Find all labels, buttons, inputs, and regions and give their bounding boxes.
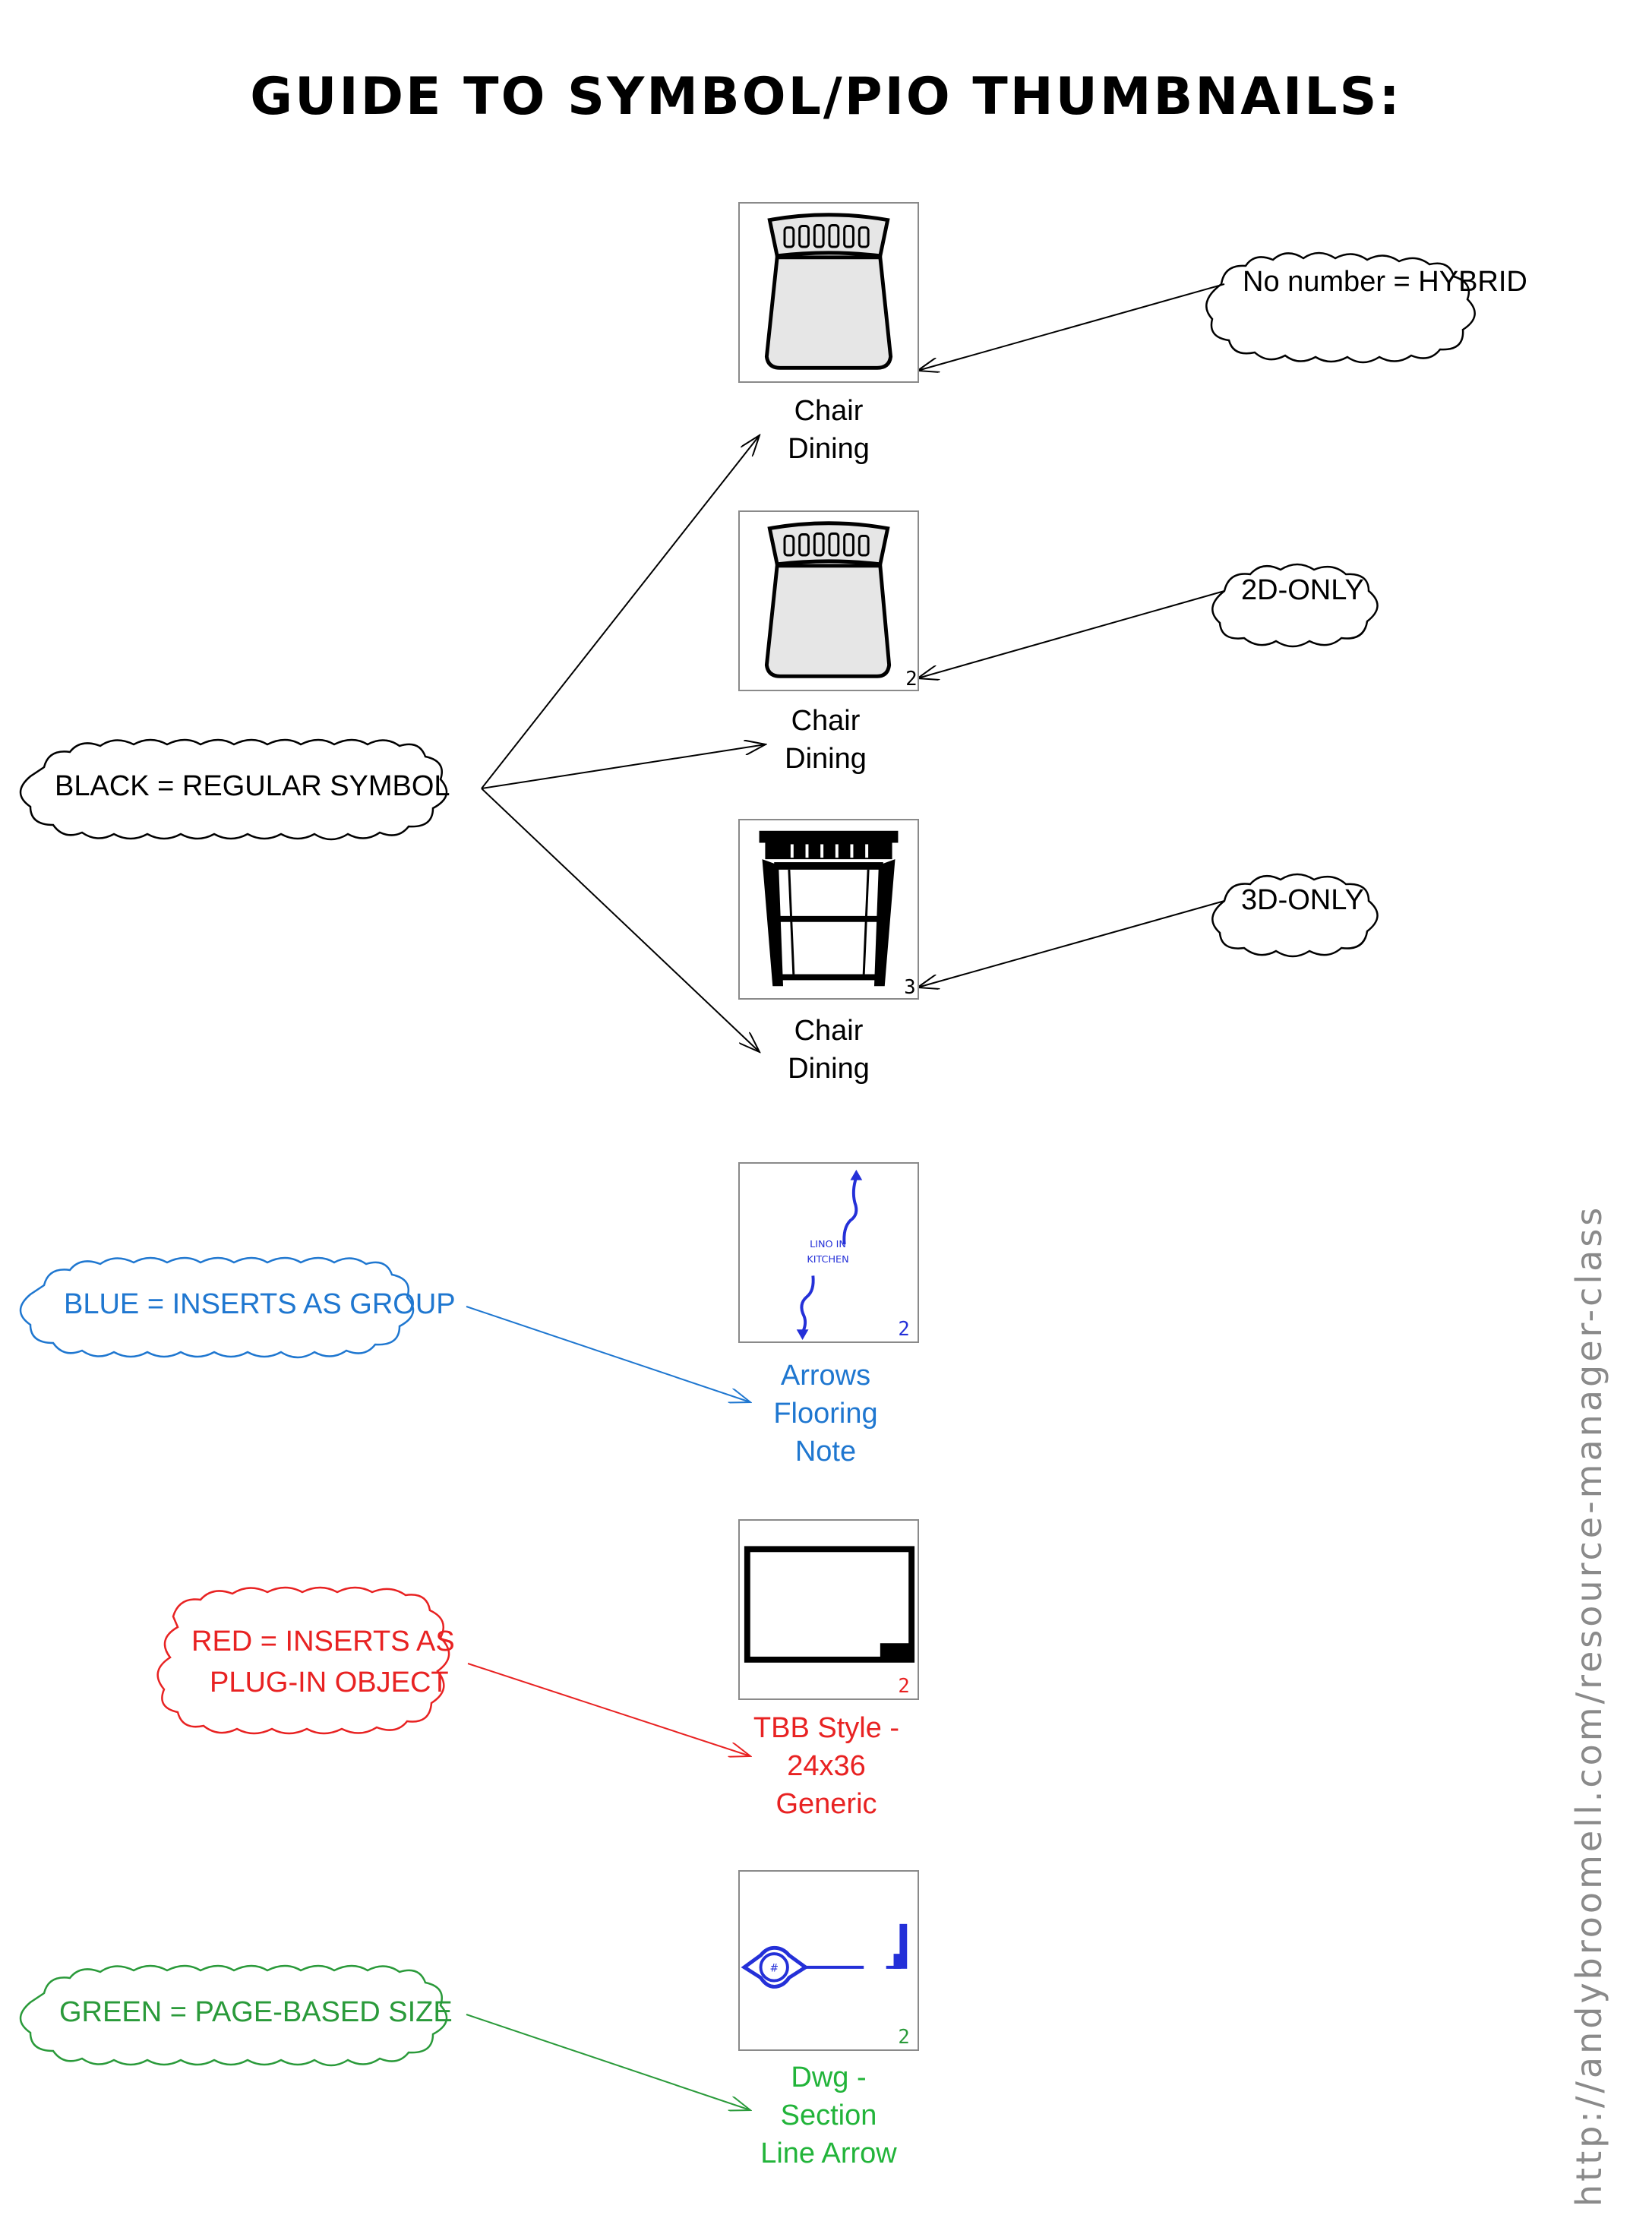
caption-line: Flooring xyxy=(773,1398,878,1430)
caption-line: Line Arrow xyxy=(760,2138,897,2169)
thumbnail-section-line[interactable]: # 2 xyxy=(738,1870,919,2051)
callout-cloud-hybrid xyxy=(1205,251,1476,364)
arrow-hybrid xyxy=(918,283,1225,371)
caption-line: 24x36 xyxy=(787,1750,866,1782)
arrow-regular-to-chair-2 xyxy=(481,744,766,789)
caption-line: Dining xyxy=(788,1053,870,1085)
arrow-2d xyxy=(918,590,1225,678)
thumbnail-chair-2d[interactable]: 2 xyxy=(738,510,919,691)
thumbnail-note-text: KITCHEN xyxy=(807,1254,848,1265)
callout-cloud-2d xyxy=(1211,563,1379,648)
caption-line: Dining xyxy=(788,433,870,465)
chair-3d-icon: 3 xyxy=(759,830,916,998)
arrow-pio xyxy=(467,1663,750,1756)
callout-group-label: BLUE = INSERTS AS GROUP xyxy=(64,1288,456,1320)
thumbnail-section-line-caption: Dwg - Section Line Arrow xyxy=(715,2059,943,2172)
arrow-regular-to-chair-3 xyxy=(481,788,760,1052)
thumbnail-badge: 2 xyxy=(898,2026,909,2049)
flooring-note-arrows-icon: LINO IN KITCHEN 2 xyxy=(796,1169,910,1341)
thumbnail-badge: 3 xyxy=(904,976,915,998)
caption-line: Chair xyxy=(791,705,861,737)
callout-pio-label-1: RED = INSERTS AS xyxy=(191,1626,455,1657)
thumbnail-chair-3d[interactable]: 3 xyxy=(738,819,919,1000)
caption-line: Section xyxy=(780,2100,877,2131)
caption-line: Dwg - xyxy=(791,2062,867,2093)
callout-hybrid-label: No number = HYBRID xyxy=(1243,266,1527,298)
thumbnail-badge: 2 xyxy=(898,1318,909,1341)
callout-regular-label: BLACK = REGULAR SYMBOL xyxy=(55,770,450,802)
caption-line: Dining xyxy=(785,743,867,775)
watermark-url: http://andybroomell.com/resource-manager… xyxy=(1568,1204,1609,2207)
title-block-border-icon: 2 xyxy=(744,1546,915,1698)
callout-cloud-3d xyxy=(1211,873,1379,958)
section-line-arrow-icon: # 2 xyxy=(741,1923,910,2049)
thumbnail-chair-hybrid[interactable] xyxy=(738,202,919,383)
page-title: GUIDE TO SYMBOL/PIO THUMBNAILS: xyxy=(250,67,1402,127)
caption-line: Arrows xyxy=(780,1360,871,1392)
callout-cloud-regular xyxy=(19,738,448,841)
callout-cloud-page-based xyxy=(19,1964,448,2067)
thumbnail-title-block[interactable]: 2 xyxy=(738,1519,919,1700)
thumbnail-flooring-note[interactable]: LINO IN KITCHEN 2 xyxy=(738,1162,919,1343)
thumbnail-chair-hybrid-caption: Chair Dining xyxy=(715,392,943,468)
caption-line: Chair xyxy=(794,395,864,427)
caption-line: Chair xyxy=(794,1015,864,1047)
callout-3d-label: 3D-ONLY xyxy=(1241,884,1364,916)
chair-hybrid-icon xyxy=(764,213,893,370)
callout-pio-label-2: PLUG-IN OBJECT xyxy=(210,1667,449,1698)
arrow-3d xyxy=(918,900,1225,987)
chair-2d-icon: 2 xyxy=(764,521,918,690)
arrow-page-based xyxy=(466,2014,750,2110)
svg-text:#: # xyxy=(769,1963,779,1975)
callout-2d-label: 2D-ONLY xyxy=(1241,574,1364,606)
thumbnail-flooring-note-caption: Arrows Flooring Note xyxy=(712,1357,940,1471)
callout-cloud-pio xyxy=(156,1586,450,1735)
callout-cloud-group xyxy=(19,1256,415,1359)
caption-line: Generic xyxy=(775,1788,877,1820)
thumbnail-badge: 2 xyxy=(905,668,917,690)
thumbnail-badge: 2 xyxy=(898,1675,909,1698)
thumbnail-chair-3d-caption: Chair Dining xyxy=(715,1012,943,1088)
thumbnail-title-block-caption: TBB Style - 24x36 Generic xyxy=(712,1709,940,1823)
caption-line: TBB Style - xyxy=(753,1712,900,1744)
arrow-group xyxy=(466,1306,750,1402)
caption-line: Note xyxy=(794,1436,857,1468)
callout-page-based-label: GREEN = PAGE-BASED SIZE xyxy=(59,1996,453,2028)
thumbnail-chair-2d-caption: Chair Dining xyxy=(712,702,940,778)
arrow-regular-to-chair-1 xyxy=(481,435,760,789)
thumbnail-note-text: LINO IN xyxy=(810,1239,846,1250)
